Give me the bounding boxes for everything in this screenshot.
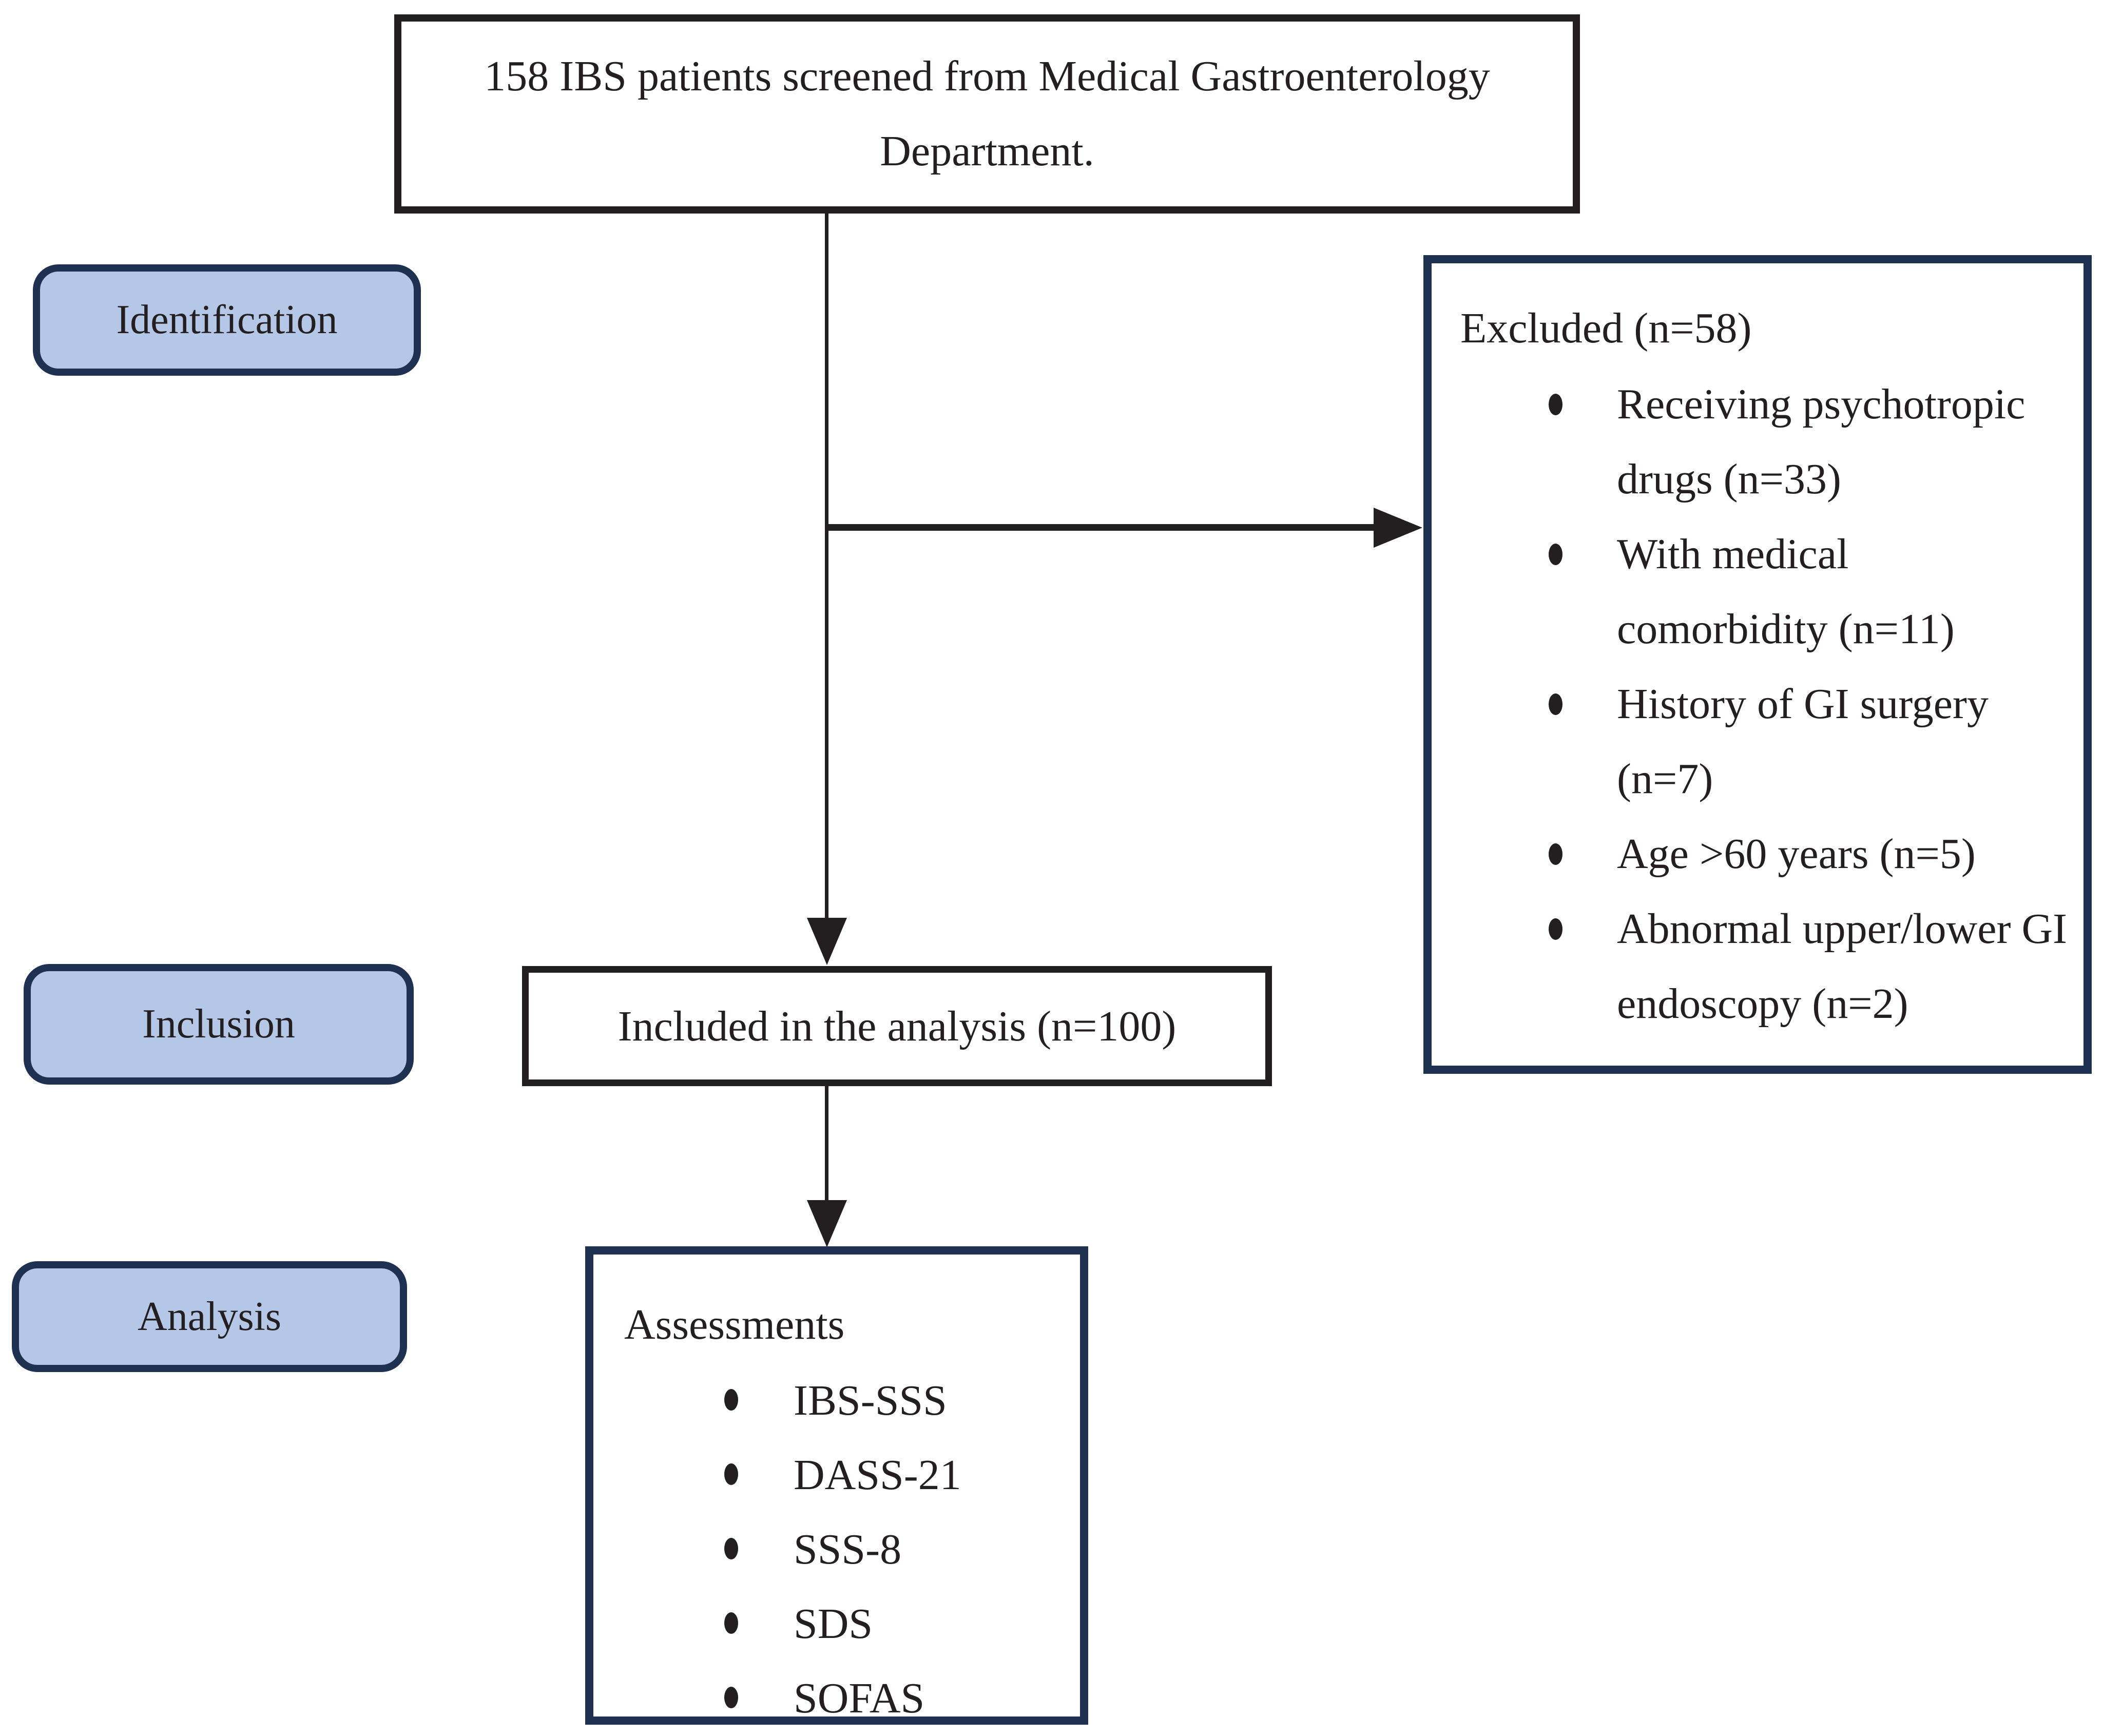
bullet-icon: [724, 1612, 738, 1634]
excluded-item: Receiving psychotropic drugs (n=33): [1460, 367, 2069, 517]
assessment-item-text: SDS: [794, 1600, 873, 1648]
excluded-item: History of GI surgery (n=7): [1460, 667, 2069, 817]
bullet-icon: [1549, 918, 1562, 940]
excluded-item: With medical comorbidity (n=11): [1460, 517, 2069, 667]
bullet-icon: [1549, 693, 1562, 715]
stage-label-identification-text: Identification: [116, 297, 338, 342]
assessment-item: SOFAS: [624, 1661, 1070, 1735]
assessment-item: DASS-21: [624, 1438, 1070, 1512]
excluded-item-text: With medical comorbidity (n=11): [1617, 530, 1955, 653]
arrowhead-down-included-icon: [807, 918, 847, 965]
excluded-heading: Excluded (n=58): [1460, 304, 1752, 352]
stage-label-inclusion-text: Inclusion: [142, 1001, 295, 1047]
assessment-item-text: SOFAS: [794, 1674, 925, 1722]
stage-label-analysis-text: Analysis: [138, 1294, 281, 1339]
assessment-item: IBS-SSS: [624, 1363, 1070, 1438]
assessment-item-text: DASS-21: [794, 1451, 961, 1499]
included-box-text: Included in the analysis (n=100): [618, 1002, 1176, 1050]
screened-box: 158 IBS patients screened from Medical G…: [394, 14, 1580, 214]
excluded-box: Excluded (n=58) Receiving psychotropic d…: [1423, 255, 2092, 1074]
stage-label-inclusion: Inclusion: [24, 964, 414, 1085]
stage-label-identification: Identification: [33, 264, 421, 376]
assessments-box: Assessments IBS-SSS DASS-21 SSS-8 SDS SO…: [585, 1246, 1088, 1725]
excluded-item: Abnormal upper/lower GI endoscopy (n=2): [1460, 892, 2069, 1041]
excluded-item-text: Abnormal upper/lower GI endoscopy (n=2): [1617, 905, 2068, 1028]
assessments-heading: Assessments: [624, 1301, 845, 1348]
bullet-icon: [724, 1538, 738, 1559]
excluded-item-text: Receiving psychotropic drugs (n=33): [1617, 380, 2025, 503]
bullet-icon: [1549, 843, 1562, 865]
bullet-icon: [724, 1389, 738, 1411]
assessment-item: SSS-8: [624, 1512, 1070, 1587]
bullet-icon: [1549, 544, 1562, 565]
screened-box-text: 158 IBS patients screened from Medical G…: [484, 52, 1490, 175]
bullet-icon: [724, 1463, 738, 1485]
bullet-icon: [1549, 394, 1562, 415]
connector-vertical-bottom: [825, 1086, 828, 1200]
stage-label-analysis: Analysis: [12, 1261, 407, 1372]
arrowhead-right-icon: [1374, 508, 1422, 548]
assessment-item-text: SSS-8: [794, 1526, 902, 1573]
connector-vertical-top: [825, 214, 828, 918]
included-box: Included in the analysis (n=100): [522, 966, 1272, 1086]
arrowhead-down-assessments-icon: [807, 1200, 847, 1247]
assessment-item: SDS: [624, 1587, 1070, 1661]
excluded-item: Age >60 years (n=5): [1460, 817, 2069, 892]
excluded-item-text: Age >60 years (n=5): [1617, 830, 1976, 878]
connector-horizontal-excluded: [825, 524, 1374, 531]
bullet-icon: [724, 1687, 738, 1708]
excluded-item-text: History of GI surgery (n=7): [1617, 680, 1989, 803]
assessment-item-text: IBS-SSS: [794, 1377, 947, 1424]
